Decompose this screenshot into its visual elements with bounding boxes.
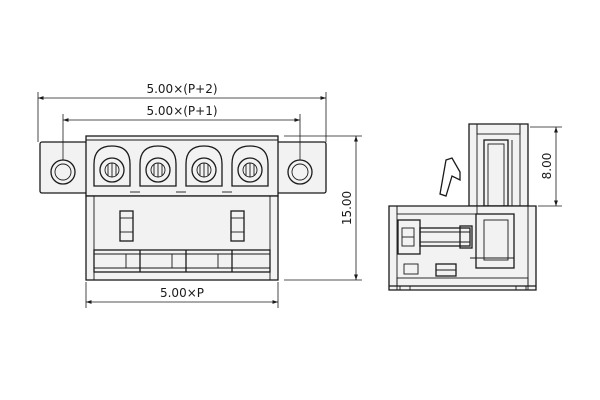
dim-label-side-height: 8.00 (540, 153, 554, 180)
front-view (39, 135, 327, 281)
housing-lower (85, 195, 279, 281)
latch-window-right (230, 210, 245, 242)
dim-label-hole-spacing: 5.00×(P+1) (146, 104, 217, 118)
dim-side-height: 8.00 (530, 126, 562, 207)
wire-entry-strip (93, 249, 271, 273)
screw-terminal-2 (139, 145, 177, 187)
dim-body-width: 5.00×P (85, 282, 279, 308)
side-upper-column (468, 123, 529, 207)
dim-label-body-width: 5.00×P (160, 286, 204, 300)
side-contact-block (475, 213, 515, 269)
dim-label-overall-width: 5.00×(P+2) (146, 82, 217, 96)
dim-hole-spacing: 5.00×(P+1) (62, 104, 301, 160)
side-screw-shaft (419, 227, 471, 247)
dim-overall-width: 5.00×(P+2) (37, 82, 327, 142)
side-latch-arm (439, 157, 461, 197)
screw-terminal-1 (93, 145, 131, 187)
housing-top (85, 135, 279, 197)
dim-height: 15.00 (284, 135, 362, 281)
screw-terminal-4 (231, 145, 269, 187)
side-view (388, 123, 537, 291)
dim-label-height: 15.00 (340, 191, 354, 225)
screw-terminal-3 (185, 145, 223, 187)
latch-window-left (119, 210, 134, 242)
